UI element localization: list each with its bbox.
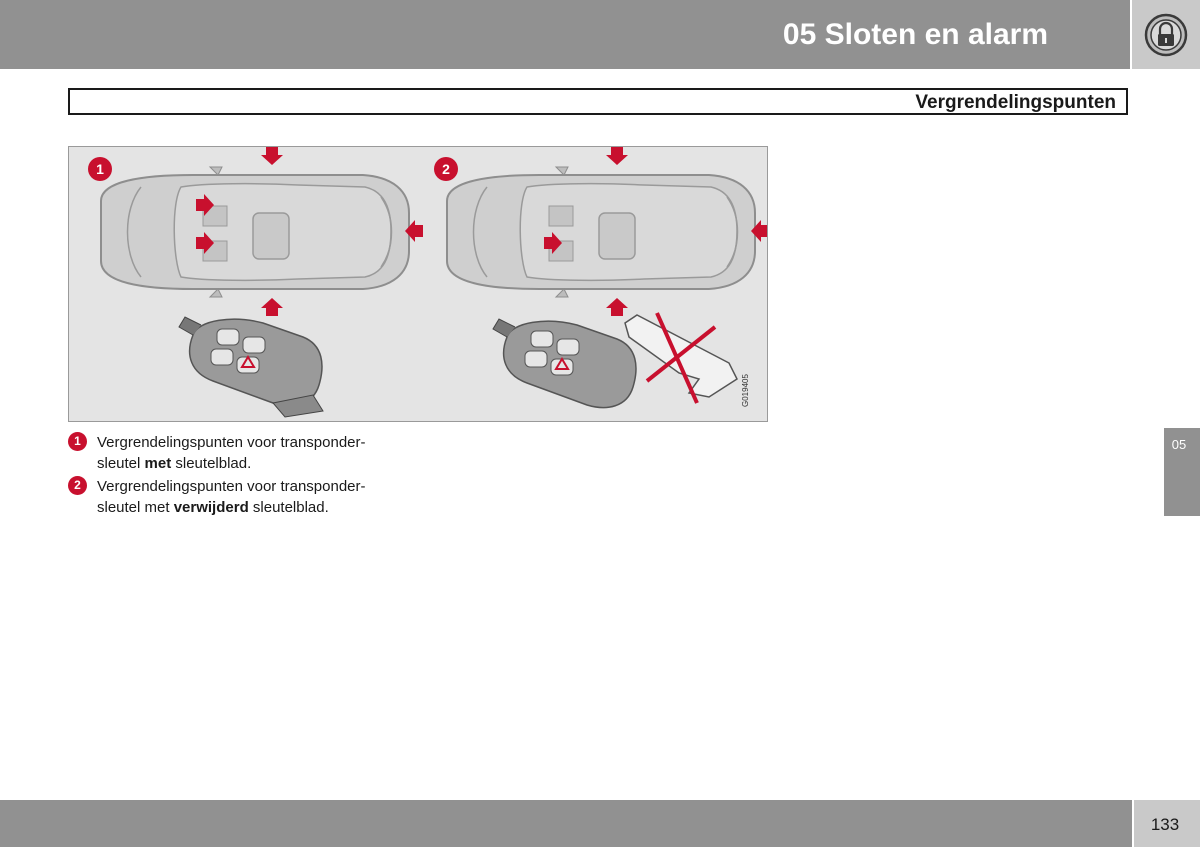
legend-2-line2-after: sleutelblad. xyxy=(248,499,329,516)
footer-band xyxy=(0,800,1132,847)
callout-1: 1 xyxy=(88,157,112,181)
legend-text-1: Vergrendelingspunten voor transponder- s… xyxy=(97,432,407,474)
padlock-icon xyxy=(1144,13,1188,57)
legend-text-2: Vergrendelingspunten voor transponder- s… xyxy=(97,476,407,518)
figure-code: G019405 xyxy=(741,374,750,407)
legend-number-1: 1 xyxy=(68,432,87,451)
legend-2-emphasis: verwijderd xyxy=(173,499,249,516)
legend-2-line1: Vergrendelingspunten voor transponder- xyxy=(97,478,366,495)
chapter-header: 05 Sloten en alarm xyxy=(0,0,1130,69)
section-title: Vergrendelingspunten xyxy=(915,92,1116,113)
remote-key-with-blade xyxy=(178,316,324,418)
chapter-title: 05 Sloten en alarm xyxy=(782,18,1048,51)
callout-2: 2 xyxy=(434,157,458,181)
legend-1-line2-before: sleutel xyxy=(97,455,145,472)
page-number-box: 133 xyxy=(1134,800,1200,847)
legend-2-line2-before: sleutel met xyxy=(97,499,174,516)
legend-number-2: 2 xyxy=(68,476,87,495)
callout-2-label: 2 xyxy=(442,161,450,177)
locking-points-illustration: 1 2 G019405 xyxy=(68,146,768,422)
chapter-side-tab: 05 xyxy=(1164,428,1200,516)
car-top-view-1 xyxy=(100,166,410,298)
removed-key-blade xyxy=(624,312,738,404)
legend-1-emphasis: met xyxy=(144,455,172,472)
legend-1-line1: Vergrendelingspunten voor transponder- xyxy=(97,434,366,451)
page-number: 133 xyxy=(1150,815,1180,834)
cross-out-line-2 xyxy=(645,325,717,383)
legend-1-line2-after: sleutelblad. xyxy=(171,455,252,472)
side-tab-label: 05 xyxy=(1171,437,1187,452)
illustration-drawing: 1 2 xyxy=(88,147,767,418)
remote-key-without-blade xyxy=(492,318,637,409)
chapter-icon-box xyxy=(1132,0,1200,69)
car-top-view-2 xyxy=(446,166,756,298)
callout-1-label: 1 xyxy=(96,161,104,177)
section-header: Vergrendelingspunten xyxy=(68,88,1128,115)
